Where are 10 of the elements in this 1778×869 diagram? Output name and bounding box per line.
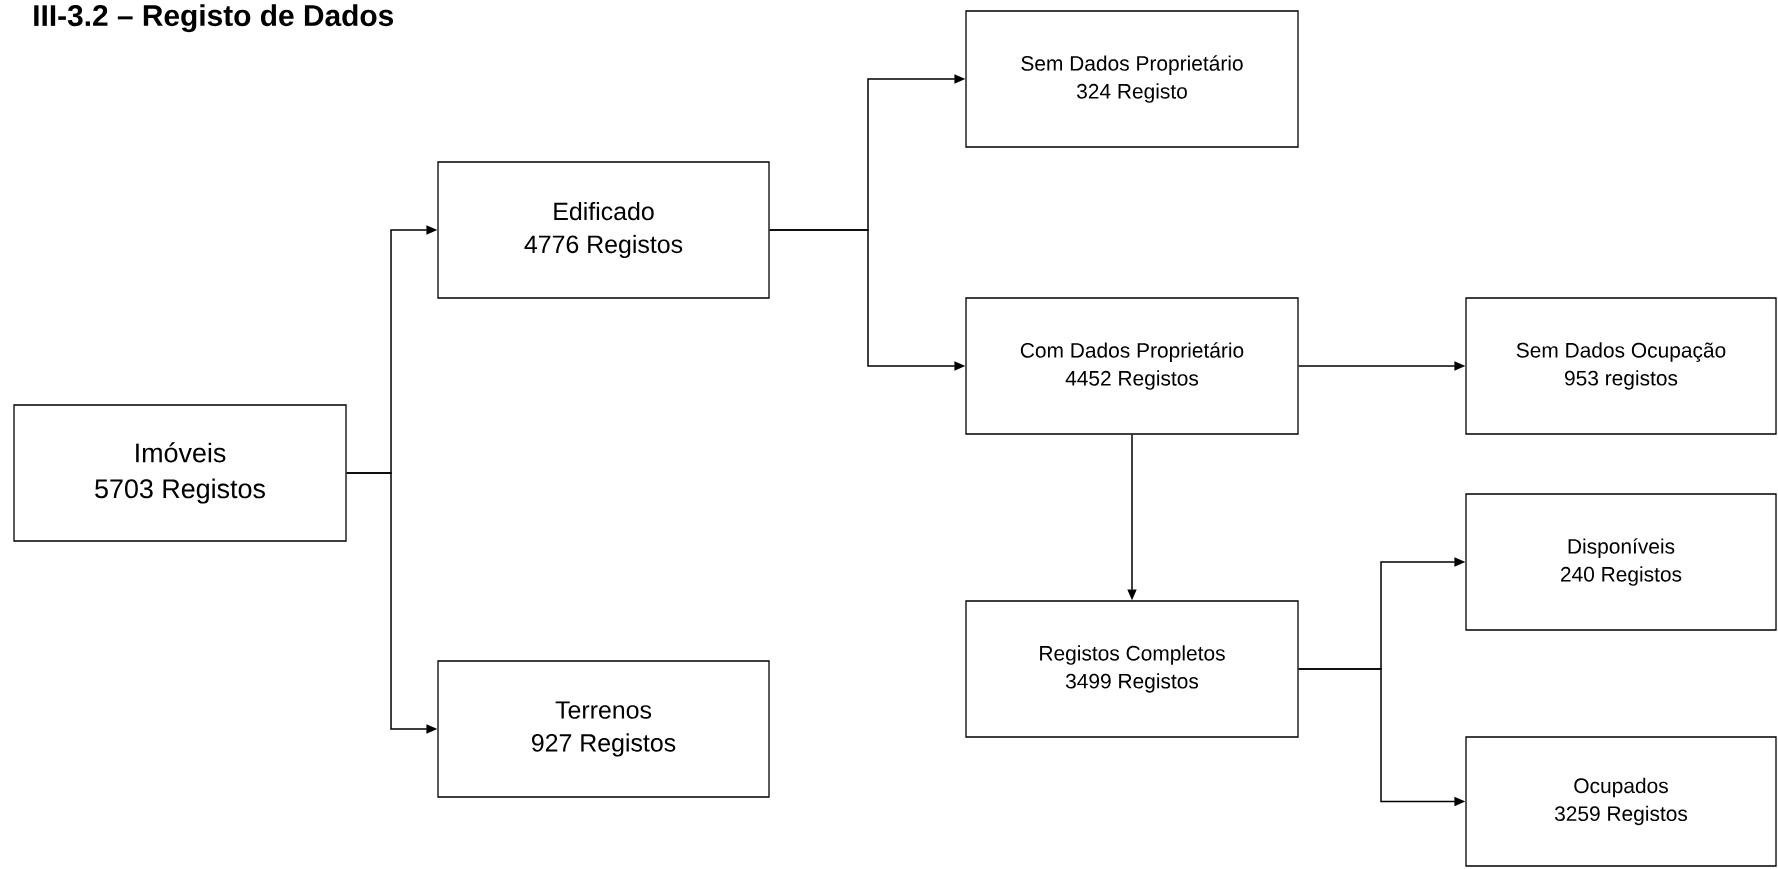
box: Imóveis 5703 Registos <box>13 404 347 542</box>
title: III-3.2 – Registo de Dados <box>34 4 394 33</box>
box: Edificado 4776 Registos <box>437 161 770 299</box>
box: Terrenos 927 Registos <box>437 660 770 798</box>
box: Ocupados 3259 Registos <box>1465 736 1777 867</box>
box: Com Dados Proprietário 4452 Registos <box>965 297 1299 435</box>
box: Registos Completos 3499 Registos <box>965 600 1299 738</box>
box: Disponíveis 240 Registos <box>1465 493 1777 631</box>
box: Sem Dados Proprietário 324 Registo <box>965 10 1299 148</box>
box: Sem Dados Ocupação 953 registos <box>1465 297 1777 435</box>
